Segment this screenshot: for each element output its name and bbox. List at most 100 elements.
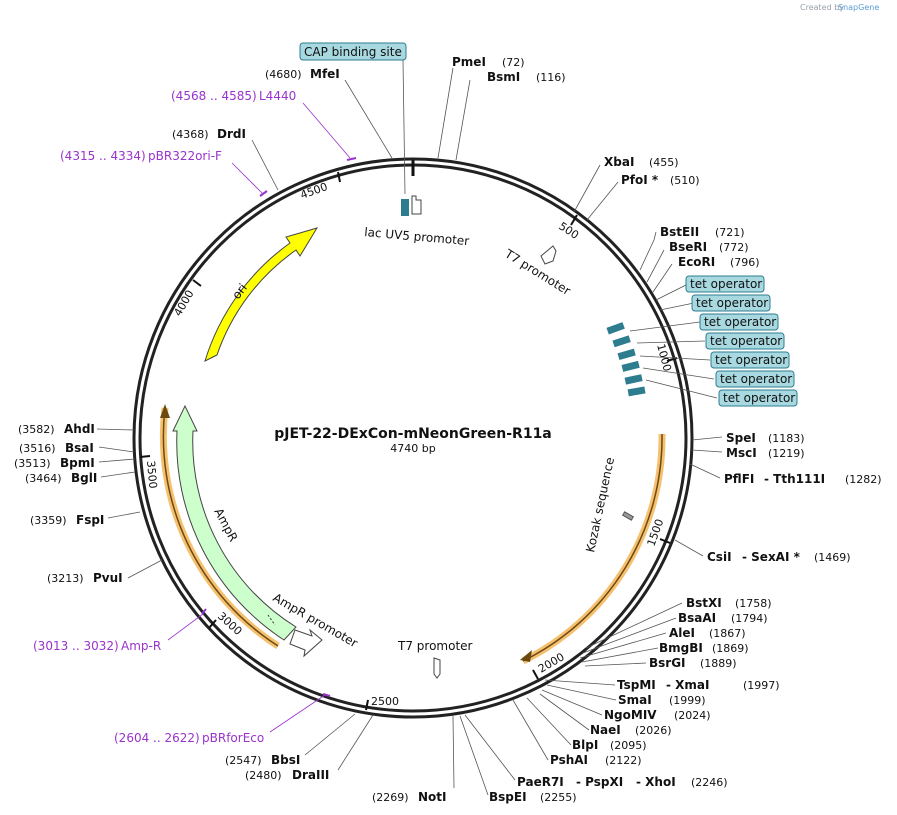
tick-label-4500: 4500 <box>299 180 330 202</box>
boxed-labels: CAP binding site tet operator tet operat… <box>299 42 798 407</box>
site-draiii-pos: (2480) <box>245 769 282 782</box>
tet-box-4 <box>705 332 785 350</box>
primer-mark-ampr <box>201 608 207 615</box>
leader-bstxi <box>585 602 683 649</box>
site-bgli: BglI <box>71 471 97 485</box>
tick-4500 <box>337 171 341 183</box>
primer-l4440-name: L4440 <box>259 89 296 103</box>
site-fspi-pos: (3359) <box>30 514 67 527</box>
site-bpmi-pos: (3513) <box>14 457 51 470</box>
leader-blpi <box>526 697 572 746</box>
leader-pfoi <box>586 181 619 221</box>
lac-box <box>401 199 409 216</box>
site-alei-pos: (1867) <box>709 627 746 640</box>
leader-l4440 <box>302 102 351 159</box>
t7-top-arrow <box>540 245 557 265</box>
site-ecori: EcoRI <box>678 255 715 269</box>
primer-pbrforeco-name: pBRforEco <box>202 731 264 745</box>
site-bsmi: BsmI <box>487 70 520 84</box>
site-pflfi: PflFI <box>724 472 754 486</box>
ampr-promoter-arrow <box>289 628 323 658</box>
t7-top-label: T7 promoter <box>502 246 573 298</box>
orf-right-arc-line <box>522 433 663 662</box>
leader-csii <box>674 539 704 557</box>
orf-right-arrowhead <box>520 650 532 662</box>
site-bsai: BsaI <box>65 441 94 455</box>
tick-2500 <box>365 699 369 711</box>
site-bspei: BspEI <box>489 790 527 804</box>
tet-block-5 <box>624 374 643 385</box>
t7-bottom-label: T7 promoter <box>397 639 473 653</box>
site-bmgbi-pos: (1869) <box>712 642 749 655</box>
site-xbai: XbaI <box>604 155 634 169</box>
tick-label-2500: 2500 <box>371 695 399 708</box>
site-msci-pos: (1219) <box>768 447 805 460</box>
site-bsaai: BsaAI <box>678 611 716 625</box>
tet-label-6: tet operator <box>720 372 792 386</box>
leader-noti <box>452 715 455 789</box>
primer-ampr-name: Amp-R <box>121 639 161 653</box>
tick-2000 <box>532 669 539 680</box>
tet-box-7 <box>718 389 798 407</box>
primer-pbr322ori-name: pBR322ori-F <box>148 149 222 163</box>
tet-label-4: tet operator <box>710 334 782 348</box>
site-pvui-pos: (3213) <box>47 572 84 585</box>
leader-drdi <box>251 139 279 191</box>
site-csii-pos: (1469) <box>814 551 851 564</box>
leader-paer7i <box>464 714 516 781</box>
site-labels-bottom: PaeR7I - PspXI - XhoI (2246) BspEI (2255… <box>225 753 728 804</box>
site-blpi: BlpI <box>572 738 598 752</box>
tick-label-3500: 3500 <box>144 460 159 489</box>
watermark-prefix: Created by <box>800 3 844 12</box>
tet-label-3: tet operator <box>704 315 776 329</box>
leader-tet-4 <box>636 340 706 344</box>
tick-label-500: 500 <box>556 220 581 242</box>
site-ngomiv: NgoMIV <box>604 708 657 722</box>
tet-label-1: tet operator <box>690 277 762 291</box>
cap-label: CAP binding site <box>304 45 402 59</box>
tick-1000 <box>666 357 678 362</box>
lac-label: lac UV5 promoter <box>364 225 470 248</box>
site-ahdi: AhdI <box>64 422 95 436</box>
site-ecori-pos: (796) <box>730 256 760 269</box>
leader-bsrgi <box>584 662 647 667</box>
primer-leaders <box>167 102 351 733</box>
site-naei-pos: (2026) <box>635 724 672 737</box>
site-pspxi: - PspXI <box>576 775 623 789</box>
site-bsai-pos: (3516) <box>19 442 56 455</box>
site-bsteii: BstEII <box>660 225 699 239</box>
site-naei: NaeI <box>590 723 621 737</box>
site-bsteii-pos: (721) <box>715 226 745 239</box>
site-drdi: DrdI <box>217 127 246 141</box>
plasmid-name: pJET-22-DExCon-mNeonGreen-R11a <box>274 426 552 442</box>
leader-smai <box>546 684 617 701</box>
site-alei: AleI <box>669 626 695 640</box>
site-xhoi: - XhoI <box>636 775 676 789</box>
site-bspei-pos: (2255) <box>540 791 577 804</box>
lac-arrow <box>411 195 422 215</box>
primer-ampr-range: (3013 .. 3032) <box>33 639 119 653</box>
tet-label-5: tet operator <box>715 353 787 367</box>
primer-labels: (4568 .. 4585) L4440 (4315 .. 4334) pBR3… <box>33 89 296 745</box>
leader-ecori <box>652 263 673 293</box>
leader-pmei <box>437 67 454 159</box>
site-smai: SmaI <box>618 693 652 707</box>
leader-bsaai <box>582 617 677 654</box>
tet-box-6 <box>715 370 795 388</box>
ampr-feature <box>172 404 297 641</box>
tick-1500 <box>659 538 671 544</box>
tet-label-2: tet operator <box>696 296 768 310</box>
cap-box <box>299 42 407 61</box>
leader-bbsi <box>304 713 356 756</box>
tet-block-2 <box>612 335 631 348</box>
leader-amp-r <box>167 613 204 641</box>
site-pvui: PvuI <box>93 571 123 585</box>
site-tspmi-pos: (1997) <box>743 679 780 692</box>
primer-mark-l4440 <box>346 157 357 161</box>
leader-cap <box>402 59 406 195</box>
kozak-label: Kozak sequence <box>583 456 617 554</box>
leader-tspmi <box>544 679 616 686</box>
leader-tet-5 <box>639 355 711 361</box>
leader-pshai <box>512 699 549 761</box>
